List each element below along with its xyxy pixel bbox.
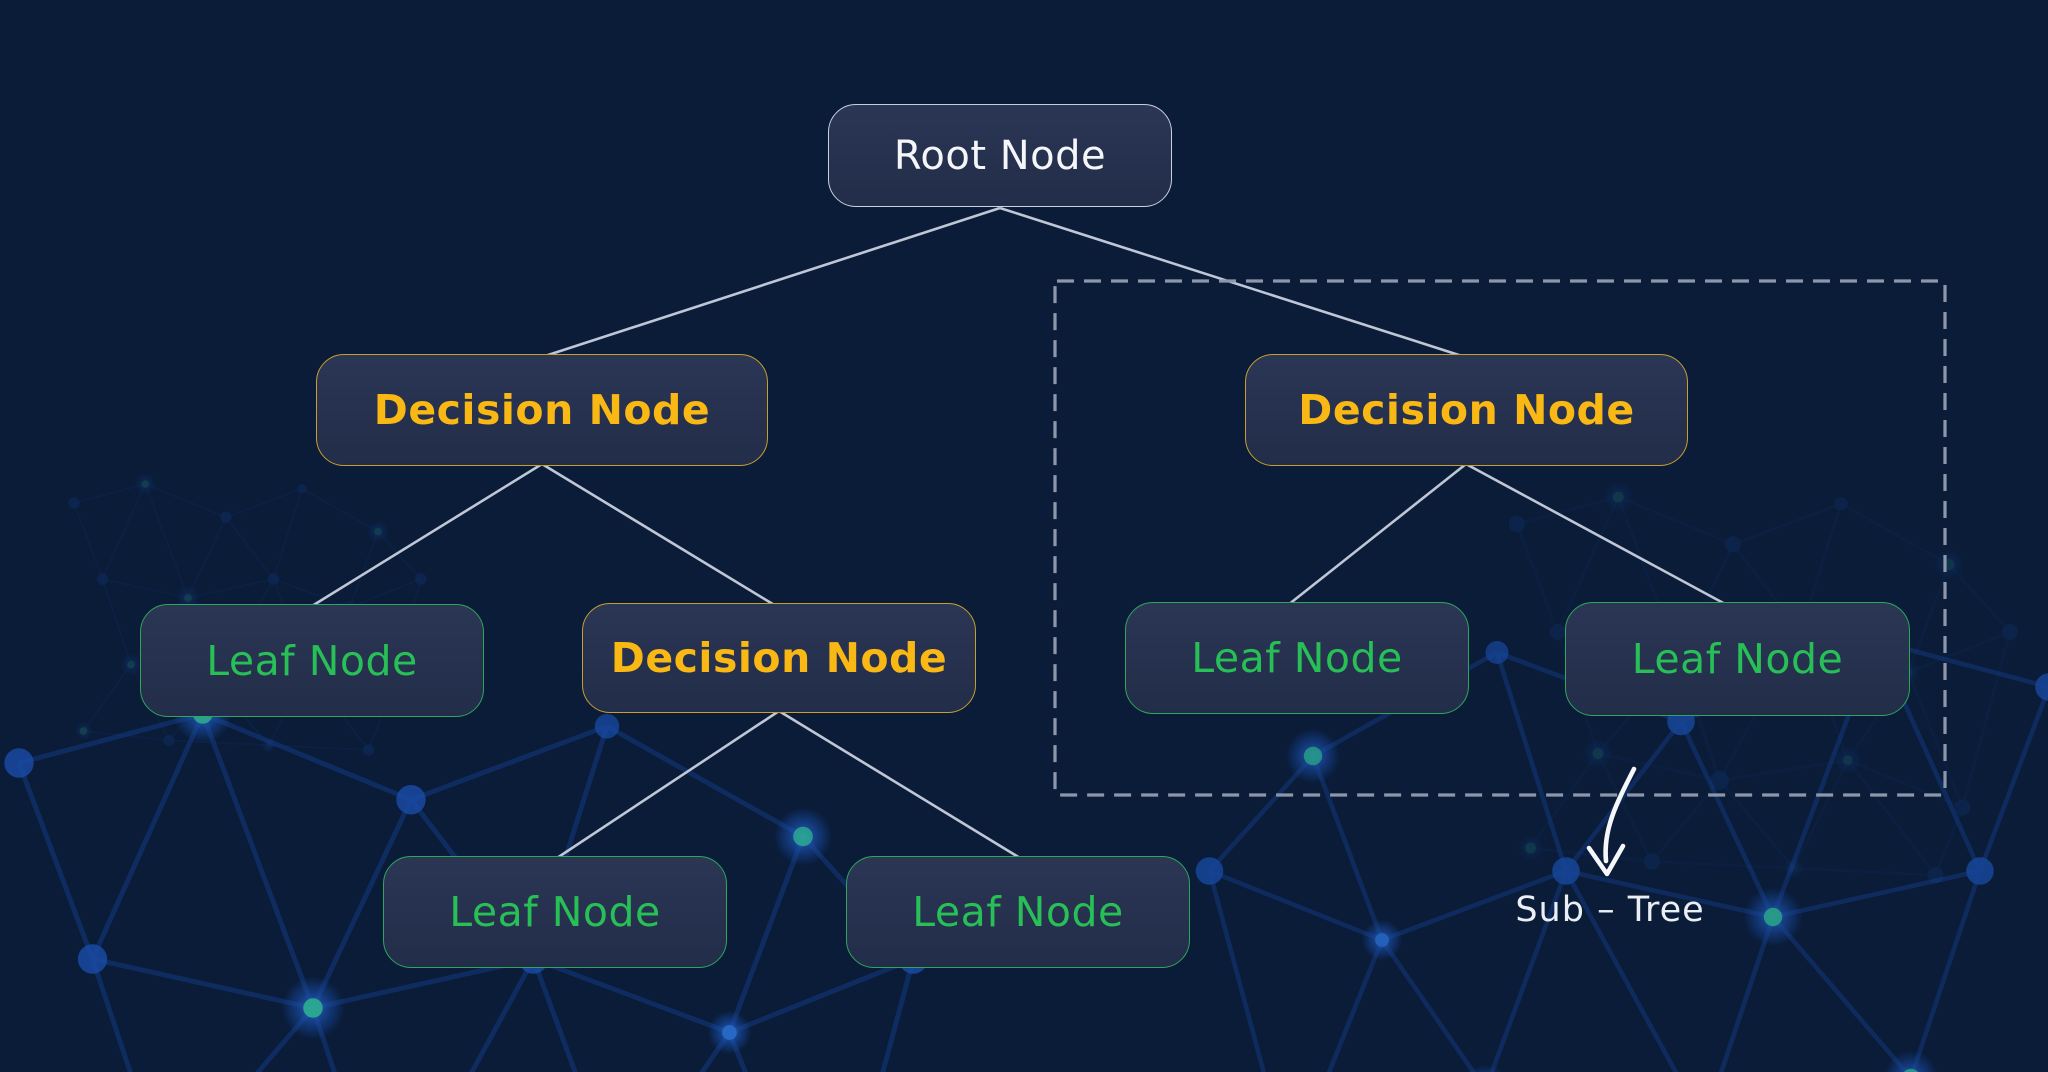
leaf-node-bottom-left-label: Leaf Node bbox=[449, 888, 661, 936]
connector-line bbox=[544, 206, 1001, 358]
leaf-node-bottom-left: Leaf Node bbox=[383, 856, 727, 968]
root-node-label: Root Node bbox=[893, 132, 1107, 179]
subtree-label: Sub – Tree bbox=[1515, 890, 1705, 930]
decision-node-middle: Decision Node bbox=[582, 603, 976, 713]
connector-line bbox=[556, 709, 780, 860]
subtree-arrow-icon bbox=[1586, 766, 1637, 877]
connector-line bbox=[541, 462, 777, 608]
connector-line bbox=[1287, 462, 1467, 607]
decision-node-middle-label: Decision Node bbox=[610, 634, 948, 682]
leaf-node-bottom-right: Leaf Node bbox=[846, 856, 1190, 968]
connector-line bbox=[1465, 462, 1728, 607]
root-node: Root Node bbox=[828, 104, 1172, 207]
leaf-node-bottom-right-label: Leaf Node bbox=[912, 888, 1124, 936]
connector-line bbox=[778, 709, 1021, 860]
leaf-node-subtree-right: Leaf Node bbox=[1565, 602, 1910, 716]
decision-node-left: Decision Node bbox=[316, 354, 768, 466]
decision-node-right: Decision Node bbox=[1245, 354, 1688, 466]
leaf-node-subtree-left: Leaf Node bbox=[1125, 602, 1469, 714]
leaf-node-far-left-label: Leaf Node bbox=[206, 636, 418, 685]
decision-node-left-label: Decision Node bbox=[373, 386, 711, 434]
subtree-dashed-boundary bbox=[1053, 279, 1947, 797]
leaf-node-subtree-right-label: Leaf Node bbox=[1631, 635, 1844, 683]
connector-line bbox=[311, 462, 543, 608]
decision-node-right-label: Decision Node bbox=[1298, 386, 1635, 434]
leaf-node-subtree-left-label: Leaf Node bbox=[1191, 634, 1403, 682]
leaf-node-far-left: Leaf Node bbox=[140, 604, 484, 717]
